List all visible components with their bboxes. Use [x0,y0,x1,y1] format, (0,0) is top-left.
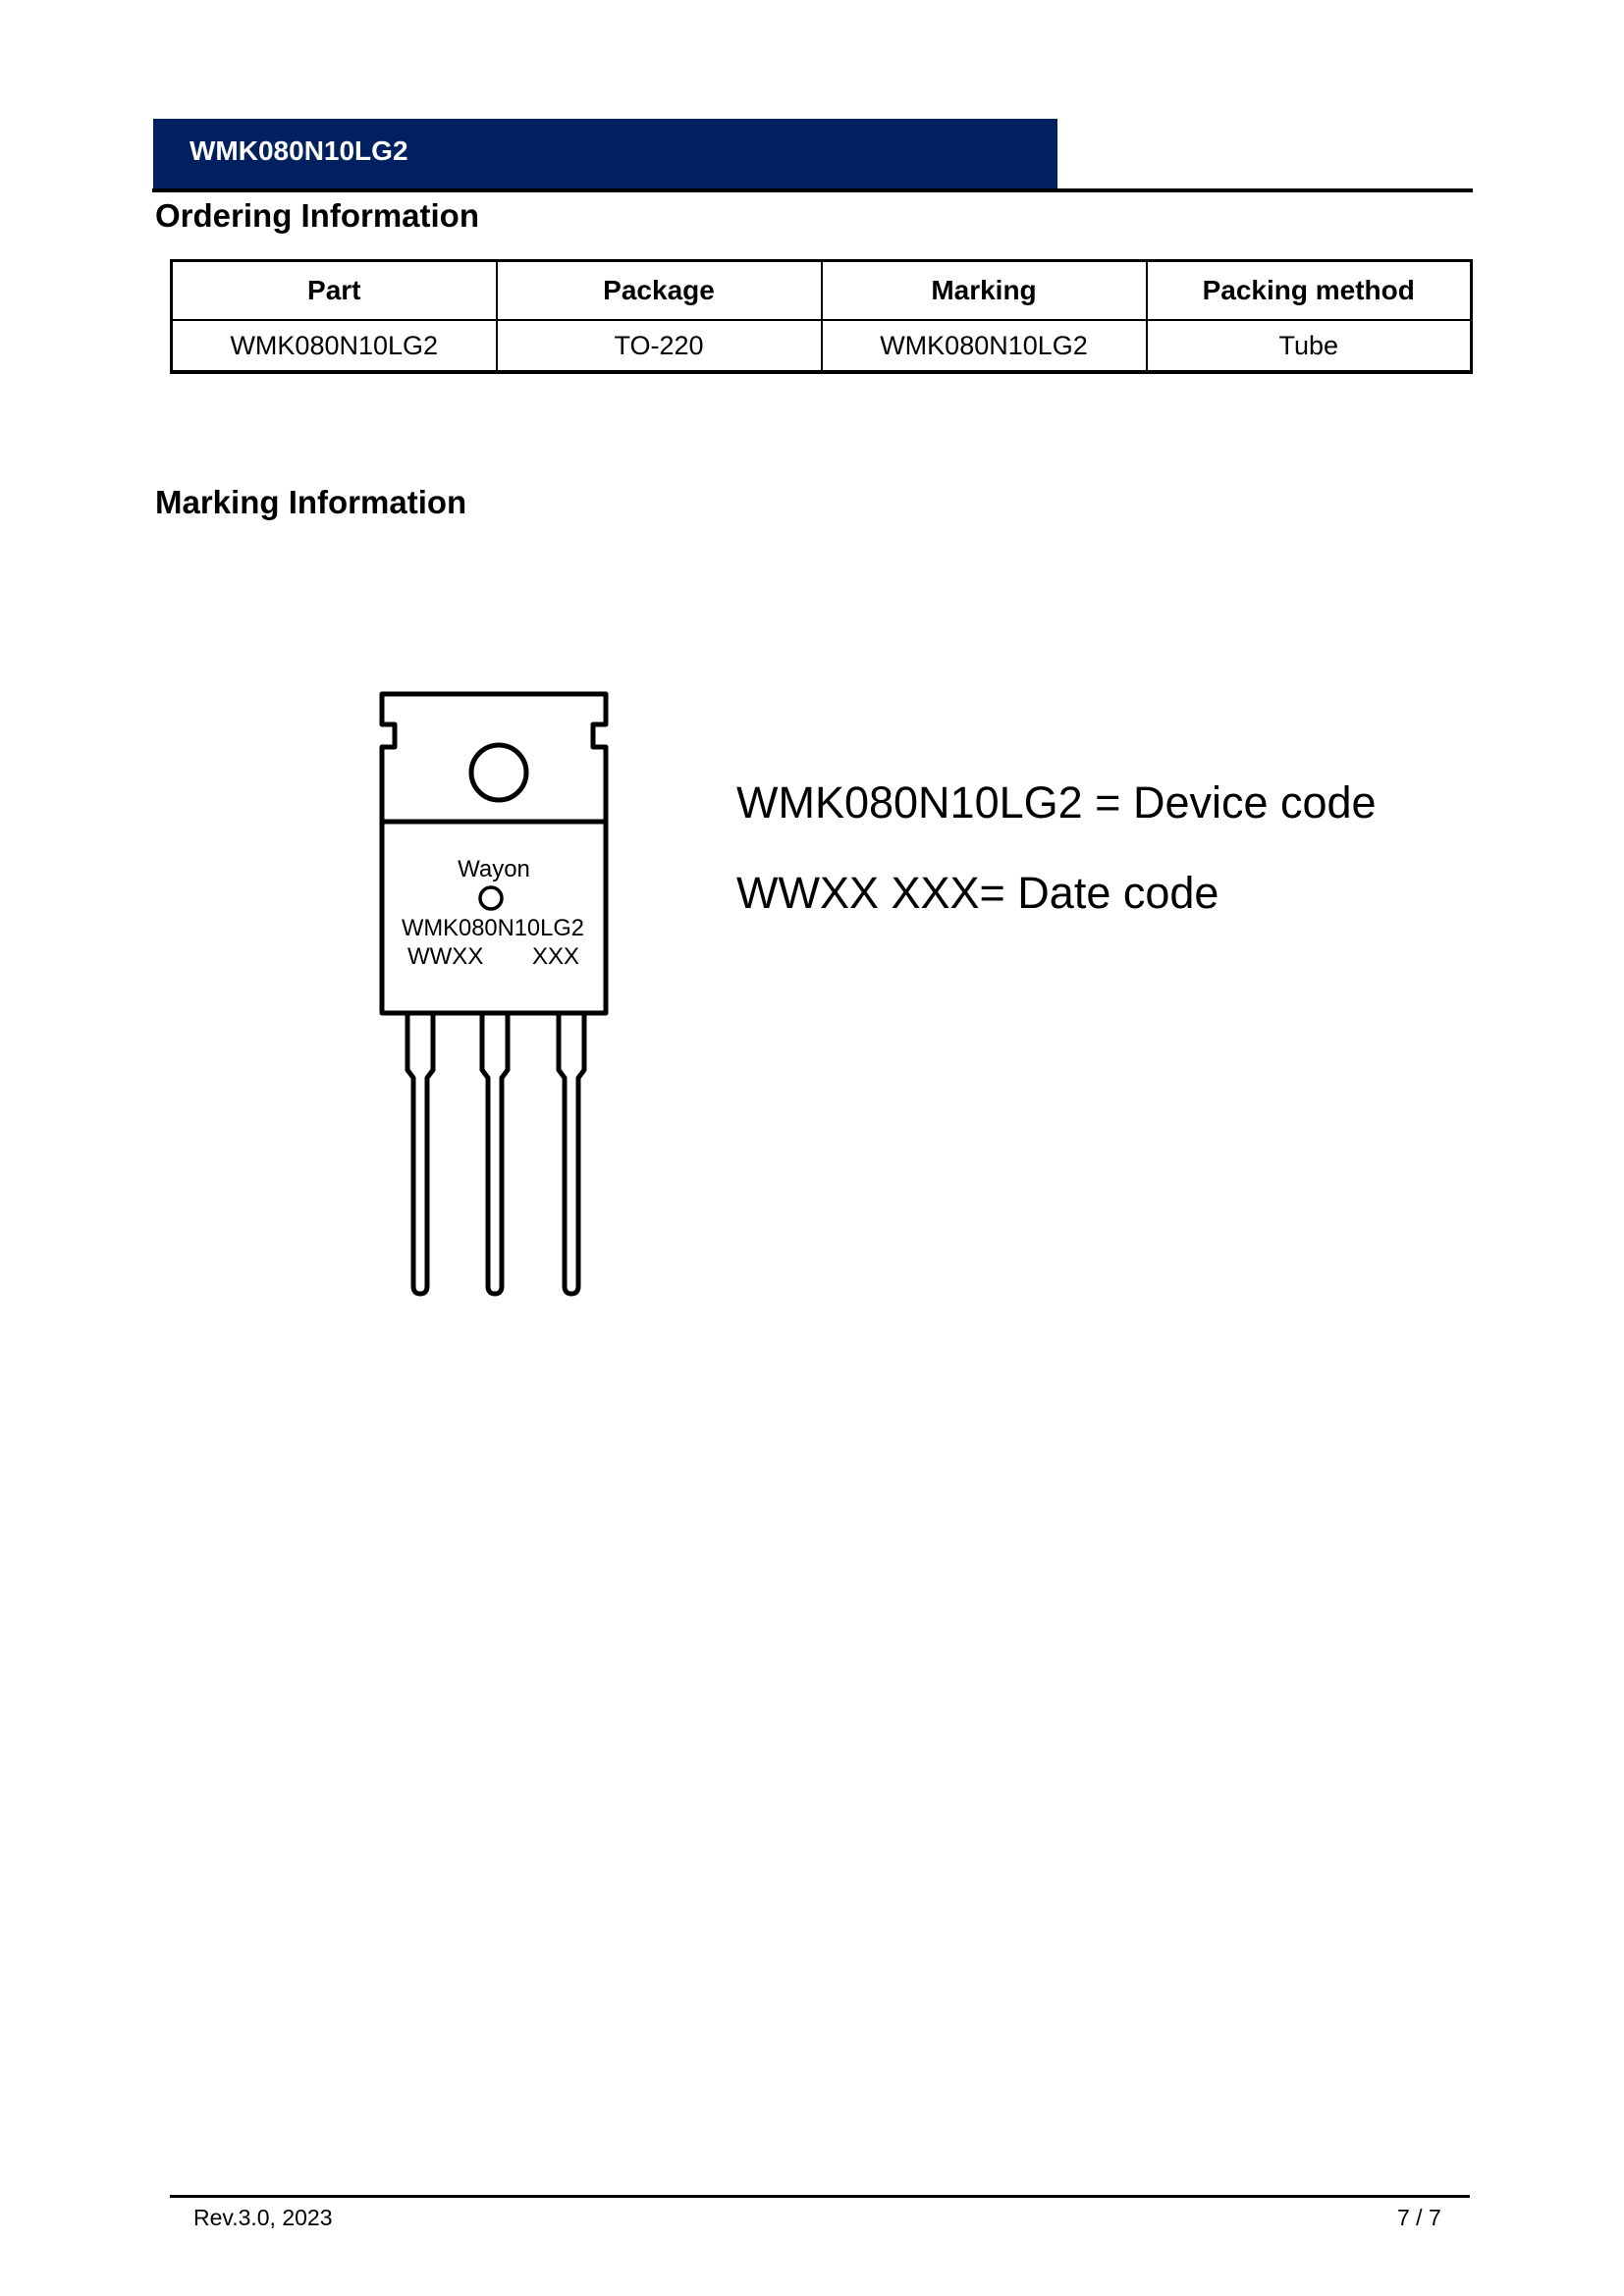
cell-package: TO-220 [495,319,823,374]
lead-2 [479,1015,511,1297]
footer-revision: Rev.3.0, 2023 [193,2205,333,2230]
cell-part: WMK080N10LG2 [170,319,498,374]
package-device-code-text: WMK080N10LG2 [402,915,584,941]
package-date-code-right: XXX [532,943,579,970]
col-header-packing-method: Packing method [1145,259,1473,321]
document-title: WMK080N10LG2 [189,135,408,166]
header-banner: WMK080N10LG2 [153,119,1057,188]
package-date-code-left: WWXX [407,943,483,970]
mounting-hole-icon [468,742,529,803]
marking-heading: Marking Information [155,484,467,520]
pin1-marker-icon [478,885,504,911]
cell-packing-method: Tube [1145,319,1473,374]
lead-3 [556,1015,587,1297]
col-header-marking: Marking [820,259,1148,321]
legend-device-code: WMK080N10LG2 = Device code [736,777,1377,828]
package-tab-outline [379,691,609,825]
package-brand-text: Wayon [458,856,530,882]
to220-package-drawing: Wayon WMK080N10LG2 WWXX XXX [379,691,609,1297]
header-rule [152,188,1473,192]
col-header-package: Package [495,259,823,321]
ordering-table: Part Package Marking Packing method WMK0… [170,259,1473,374]
col-header-part: Part [170,259,498,321]
package-body-outline [379,819,609,1016]
cell-marking: WMK080N10LG2 [820,319,1148,374]
footer-rule [170,2195,1470,2198]
legend-date-code: WWXX XXX= Date code [736,868,1219,918]
table-header-row: Part Package Marking Packing method [170,259,1473,321]
table-row: WMK080N10LG2 TO-220 WMK080N10LG2 Tube [170,319,1473,374]
ordering-heading: Ordering Information [155,197,479,234]
lead-1 [405,1015,436,1297]
footer-page-number: 7 / 7 [1397,2205,1441,2230]
